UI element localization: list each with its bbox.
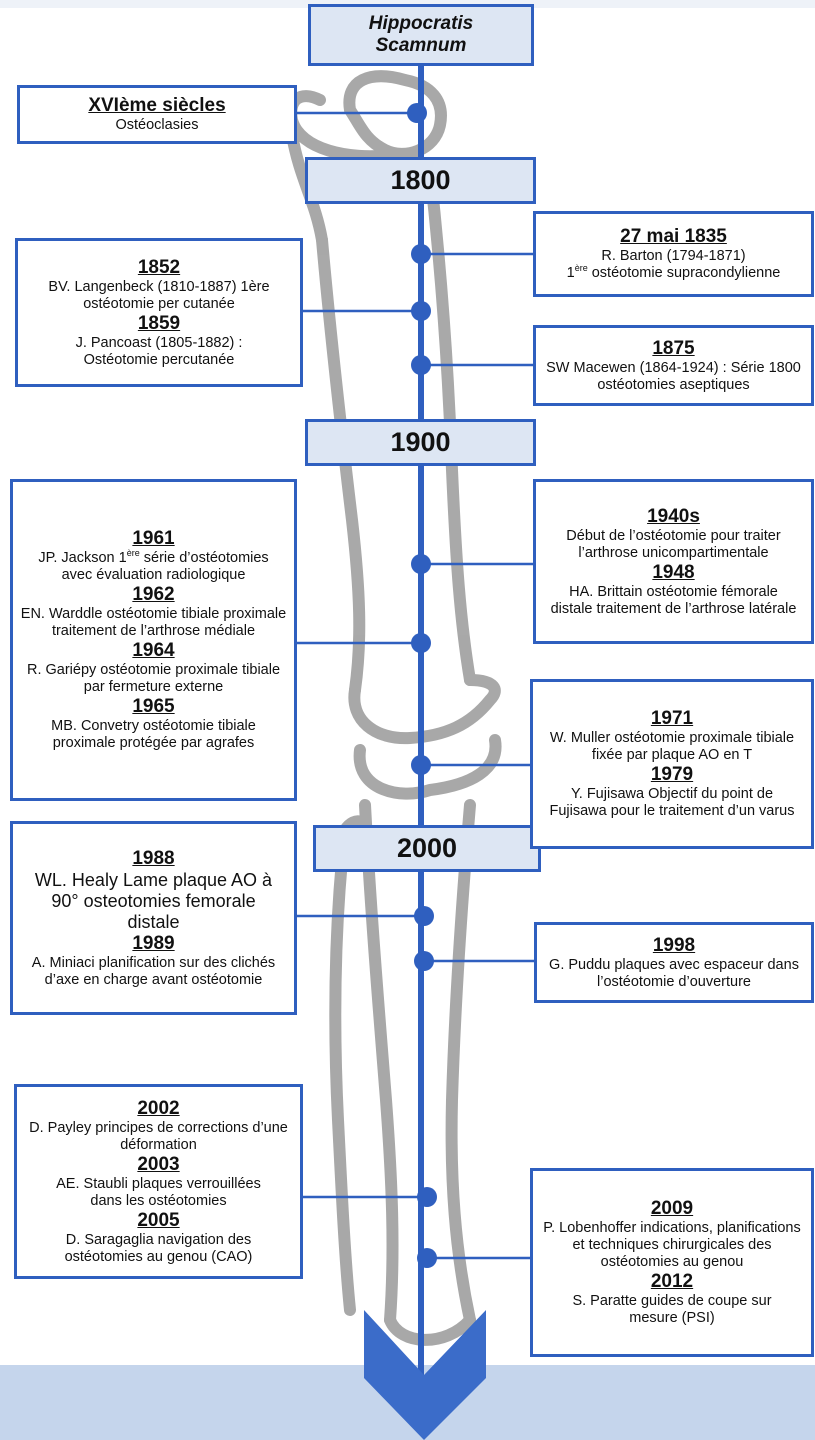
era-header-hippocratis: Hippocratis Scamnum <box>308 4 534 66</box>
event-year: 1988 <box>132 847 175 869</box>
event-box-2002-2005: 2002 D. Payley principes de corrections … <box>14 1084 303 1279</box>
event-year: 2005 <box>137 1209 180 1231</box>
era-top-line2: Scamnum <box>375 35 467 56</box>
event-text: A. Miniaci planification sur des clichés… <box>31 954 276 988</box>
down-arrow-icon <box>364 1310 486 1440</box>
event-year: 2012 <box>650 1271 694 1292</box>
event-text: WL. Healy Lame plaque AO à 90° osteotomi… <box>34 869 273 932</box>
event-year: 1979 <box>650 764 694 785</box>
event-year: 1965 <box>132 696 175 717</box>
event-text: D. Saragaglia navigation des ostéotomies… <box>64 1231 253 1265</box>
event-year: 1961 <box>132 528 175 549</box>
event-box-2009-2012: 2009 P. Lobenhoffer indications, planifi… <box>530 1168 814 1357</box>
event-year: 1989 <box>132 932 175 954</box>
event-year: 2002 <box>137 1097 180 1119</box>
event-text: EN. Warddle ostéotomie tibiale proximale… <box>20 606 287 639</box>
era-header-2000: 2000 <box>313 825 541 872</box>
connectors <box>297 111 534 1260</box>
event-box-xvi: XVIème siècles Ostéoclasies <box>17 85 297 144</box>
event-text: BV. Langenbeck (1810-1887) 1ère ostéotom… <box>48 278 270 312</box>
event-year: 1859 <box>137 312 181 334</box>
event-text: P. Lobenhoffer indications, planificatio… <box>543 1220 801 1270</box>
event-box-1940s-1948: 1940s Début de l’ostéotomie pour traiter… <box>533 479 814 644</box>
bone-silhouette-icon <box>285 70 502 1346</box>
event-year: 1962 <box>132 584 175 605</box>
event-text: R. Barton (1794-1871) <box>601 248 746 264</box>
event-text: J. Pancoast (1805-1882) : Ostéotomie per… <box>75 334 243 368</box>
event-text: D. Payley principes de corrections d’une… <box>29 1119 288 1153</box>
event-box-1875: 1875 SW Macewen (1864-1924) : Série 1800… <box>533 325 814 406</box>
event-year: XVIème siècles <box>88 95 226 116</box>
event-box-1835: 27 mai 1835 R. Barton (1794-1871) 1ère o… <box>533 211 814 297</box>
event-year: 2003 <box>137 1153 180 1175</box>
event-text: Y. Fujisawa Objectif du point de Fujisaw… <box>549 786 795 819</box>
event-box-1971-1979: 1971 W. Muller ostéotomie proximale tibi… <box>530 679 814 849</box>
event-text-2: 1ère ostéotomie supracondylienne <box>566 263 781 281</box>
event-text: W. Muller ostéotomie proximale tibiale f… <box>549 730 795 763</box>
era-top-line1: Hippocratis <box>368 13 474 34</box>
event-text: AE. Staubli plaques verrouillées dans le… <box>56 1175 261 1209</box>
event-text: G. Puddu plaques avec espaceur dans l’os… <box>549 956 799 990</box>
event-box-1998: 1998 G. Puddu plaques avec espaceur dans… <box>534 922 814 1003</box>
timeline-nodes <box>407 103 437 1268</box>
event-year: 1964 <box>132 640 175 661</box>
era-header-1800: 1800 <box>305 157 536 204</box>
event-year: 1998 <box>652 934 696 956</box>
event-text: MB. Convetry ostéotomie tibiale proximal… <box>51 718 256 751</box>
era-header-1900: 1900 <box>305 419 536 466</box>
event-text: Début de l’ostéotomie pour traiter l’art… <box>566 527 781 561</box>
event-text: HA. Brittain ostéotomie fémorale distale… <box>550 583 797 617</box>
event-year: 1948 <box>652 561 695 583</box>
event-text: S. Paratte guides de coupe sur mesure (P… <box>572 1293 772 1326</box>
event-text: Ostéoclasies <box>115 117 199 133</box>
event-year: 1971 <box>650 708 694 729</box>
event-year: 27 mai 1835 <box>620 226 727 247</box>
event-box-1852-1859: 1852 BV. Langenbeck (1810-1887) 1ère ost… <box>15 238 303 387</box>
event-box-1988-1989: 1988 WL. Healy Lame plaque AO à 90° oste… <box>10 821 297 1015</box>
event-year: 1852 <box>137 256 181 278</box>
event-text: SW Macewen (1864-1924) : Série 1800 osté… <box>546 359 801 393</box>
event-year: 2009 <box>650 1198 694 1219</box>
event-year: 1940s <box>647 505 700 527</box>
event-year: 1875 <box>652 337 695 359</box>
event-text: JP. Jackson 1ère série d’ostéotomies ave… <box>38 548 269 583</box>
event-text: R. Gariépy ostéotomie proximale tibiale … <box>26 662 281 695</box>
event-box-1961-1965: 1961 JP. Jackson 1ère série d’ostéotomie… <box>10 479 297 801</box>
